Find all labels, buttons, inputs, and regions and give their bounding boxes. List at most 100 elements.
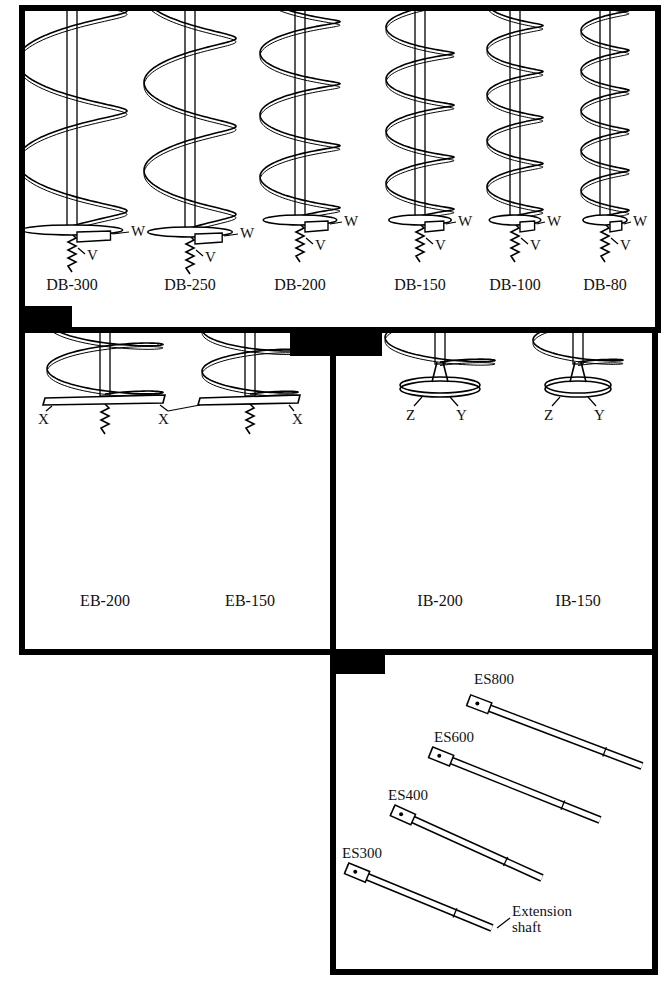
shaft-pin-hole	[437, 754, 441, 758]
cutting-bar	[198, 395, 300, 405]
cutting-bar	[43, 395, 165, 405]
leader-line	[330, 222, 342, 224]
pilot-drill	[68, 234, 76, 272]
panel-tab	[333, 652, 385, 674]
cutting-tooth	[195, 233, 222, 244]
shaft-body	[392, 810, 542, 878]
auger-flight	[25, 11, 127, 226]
auger-flight	[260, 11, 340, 216]
callout-letter: ES800	[474, 672, 514, 688]
pilot-drill	[601, 224, 609, 262]
panel-frame	[22, 8, 658, 330]
callout-letter: W	[240, 226, 254, 242]
panel-frame	[22, 330, 333, 652]
shaft-socket-fill	[431, 753, 450, 761]
callout-letter: W	[131, 224, 145, 240]
cutting-ring-edge	[400, 381, 480, 397]
auger-flight-edge	[260, 11, 340, 220]
callout-letter: W	[633, 214, 647, 230]
shaft-socket	[430, 752, 452, 761]
auger-shaft	[185, 11, 195, 230]
ring-leg	[432, 362, 448, 382]
shaft-body-fill	[392, 810, 542, 878]
auger-flight	[47, 333, 163, 394]
cutting-tooth	[610, 221, 622, 232]
leader-line	[537, 222, 545, 224]
cutting-tooth	[77, 231, 111, 242]
callout-letter: Z	[406, 408, 415, 424]
shaft-socket-fill	[347, 869, 366, 877]
auger-flight	[487, 11, 543, 216]
shaft-pin-hole	[353, 870, 357, 874]
auger-flight-edge	[25, 11, 127, 230]
callout-letter: V	[530, 238, 541, 254]
panel-tab	[22, 306, 72, 330]
part-name: DB-200	[274, 277, 326, 294]
callout-letter: W	[547, 214, 561, 230]
callout-letter: ES600	[434, 730, 474, 746]
callout-letter: Y	[594, 408, 605, 424]
leader-line	[497, 918, 510, 928]
panel-frame	[333, 330, 655, 652]
ring-leg	[570, 362, 586, 382]
auger-flight	[533, 333, 623, 362]
shaft-body	[468, 700, 642, 766]
cutting-tooth	[305, 221, 328, 232]
pilot-drill	[186, 236, 194, 274]
callout-letter: X	[292, 412, 303, 428]
leader-line	[46, 406, 52, 411]
callout-letter: V	[620, 238, 631, 254]
part-name: EB-200	[80, 593, 130, 610]
leader-line	[160, 405, 168, 411]
shaft-step	[603, 747, 607, 756]
cutting-tooth	[425, 221, 444, 232]
part-name: DB-80	[583, 277, 627, 294]
pilot-drill	[246, 404, 254, 434]
part-name: EB-150	[225, 593, 275, 610]
callout-letter: V	[87, 248, 98, 264]
part-name: IB-150	[555, 593, 600, 610]
leader-line	[552, 397, 560, 406]
shaft-socket-fill	[469, 701, 489, 708]
callout-letter: ES300	[342, 846, 382, 862]
auger-shaft	[295, 11, 305, 218]
auger-flight-edge	[386, 11, 454, 219]
leader-line	[78, 248, 85, 254]
cutting-ring-edge	[545, 381, 611, 397]
leader-line	[426, 238, 433, 244]
shaft-step	[561, 801, 565, 810]
shaft-pin-hole	[475, 702, 479, 706]
auger-flight-edge	[385, 333, 495, 366]
callout-letter: Y	[456, 408, 467, 424]
callout-letter: X	[158, 412, 169, 428]
shaft-socket	[346, 868, 368, 877]
callout-letter: ES400	[388, 788, 428, 804]
shaft-step	[504, 857, 508, 866]
callout-letter: V	[435, 238, 446, 254]
callout-letter: W	[344, 214, 358, 230]
leader-line	[196, 250, 203, 256]
auger-shaft	[600, 11, 610, 218]
shaft-body	[430, 752, 600, 820]
part-name: DB-100	[489, 277, 541, 294]
panel-tab	[290, 330, 382, 356]
auger-flight-edge	[202, 333, 298, 398]
auger-flight-edge	[487, 11, 543, 219]
part-name: DB-150	[394, 277, 446, 294]
panel-frame	[333, 652, 655, 972]
leader-line	[611, 238, 618, 244]
leader-line	[446, 222, 456, 224]
leader-line	[450, 397, 458, 406]
cutting-ring	[400, 377, 480, 393]
pilot-drill	[101, 404, 109, 434]
auger-flight	[144, 11, 236, 228]
pilot-drill	[296, 224, 304, 262]
callout-letter: Z	[544, 408, 553, 424]
pilot-drill	[416, 224, 424, 262]
auger-shaft	[245, 333, 255, 396]
auger-flight-edge	[581, 11, 629, 219]
leader-line	[521, 238, 528, 244]
auger-flight	[385, 333, 495, 362]
shaft-pin-hole	[399, 812, 403, 816]
